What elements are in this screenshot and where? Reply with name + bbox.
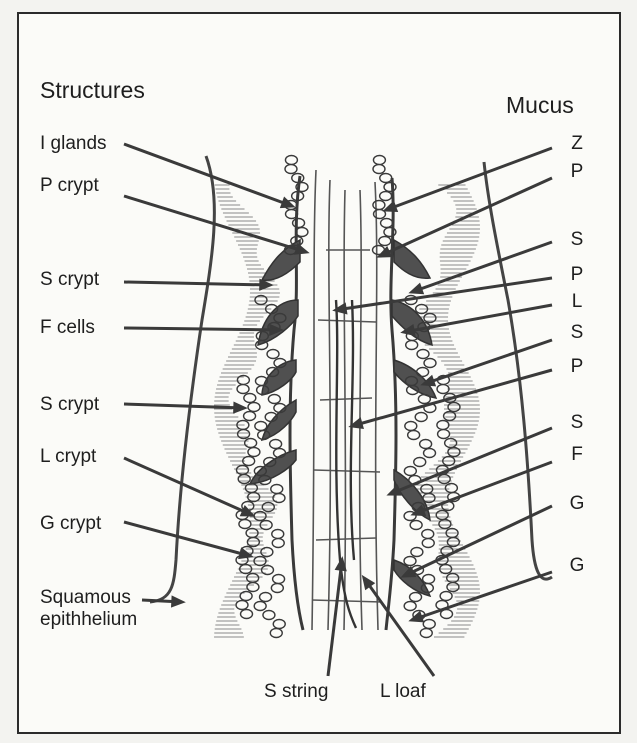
mucus-label-p: P [565,356,589,378]
pointer-s-string-head [337,560,345,570]
pointer-squamous-head [173,598,182,606]
pointer-s-crypt-upper-head [261,281,270,289]
label-i-glands: I glands [40,133,107,155]
mucus-label-p: P [565,161,589,183]
pointer-s-crypt-lower-head [235,404,244,412]
pointer-mucus-p1 [380,178,552,256]
mucus-label-z: Z [565,133,589,155]
label-l-crypt: L crypt [40,446,96,468]
label-p-crypt: P crypt [40,175,99,197]
outer-wall-left [150,156,214,602]
mucus-label-g: G [565,493,589,515]
pointer-f-cells [124,328,280,330]
pointer-l-crypt [124,458,252,515]
pointer-g-crypt-head [240,550,250,558]
mucus-label-s: S [565,229,589,251]
label-s-crypt-lower: S crypt [40,394,99,416]
pointer-mucus-s2-head [424,377,434,384]
pointer-p-crypt-head [296,246,306,253]
label-squamous: Squamous [40,587,131,609]
mucus-header: Mucus [506,92,574,118]
mucus-label-s: S [565,412,589,434]
label-g-crypt: G crypt [40,513,101,535]
pointer-s-crypt-upper [124,282,270,285]
pointer-mucus-s3-head [390,487,400,494]
label-s-string: S string [264,681,328,703]
pointer-mucus-p1-head [380,249,390,256]
pointer-mucus-s1-head [412,285,422,292]
mucus-label-s: S [565,322,589,344]
mucus-label-g: G [565,555,589,577]
label-s-crypt-upper: S crypt [40,269,99,291]
pointer-mucus-p3-head [352,420,362,427]
pointer-g-crypt [124,522,250,556]
pointer-mucus-s2 [424,340,552,384]
pointer-i-glands [124,144,292,206]
label-epithhelium: epithhelium [40,609,137,631]
outer-wall-right [484,162,552,579]
mucus-label-f: F [565,444,589,466]
label-f-cells: F cells [40,317,95,339]
pointer-mucus-g2 [412,572,552,620]
mucus-label-l: L [565,291,589,313]
mucus-label-p: P [565,264,589,286]
structures-header: Structures [40,77,145,103]
pointer-s-string [328,560,342,676]
pointer-mucus-s1 [412,242,552,292]
label-l-loaf: L loaf [380,681,426,703]
pointer-mucus-z-head [386,203,396,210]
mucus-strands [312,170,382,630]
